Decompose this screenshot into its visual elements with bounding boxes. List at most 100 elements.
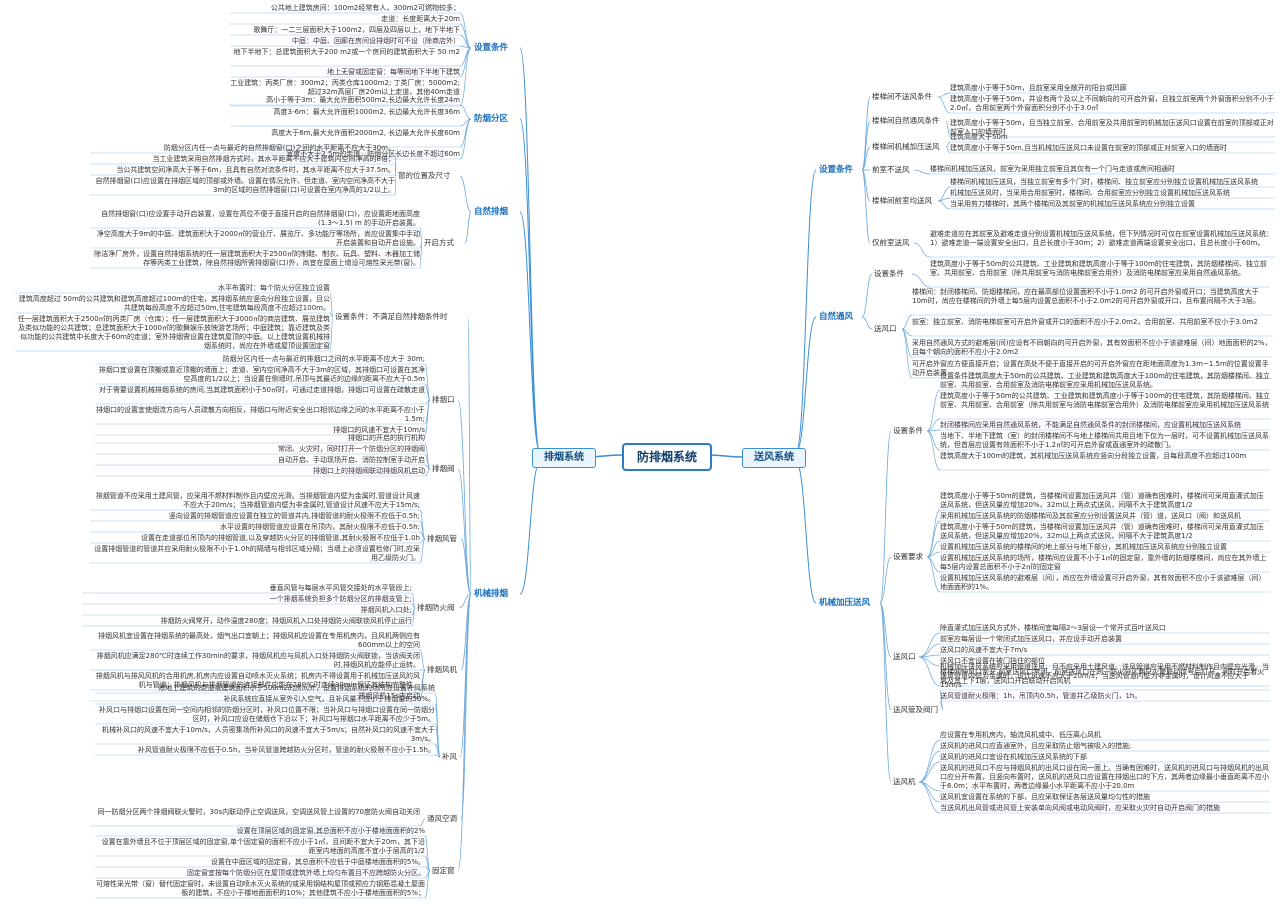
leaf-node: 避难走道应在其前室及避难走道分别设置机械加压送风系统，但下列情况时可仅在前室设置…	[930, 230, 1273, 247]
connector-line	[434, 754, 441, 758]
connector-line	[861, 169, 871, 202]
leaf-node: 排烟防火阀常开，动作温度280度；排烟风机入口处排烟防火阀联锁风机停止运行	[160, 617, 412, 625]
connector-line	[795, 461, 817, 604]
leaf-node: 设置在顶层区域的固定窗,其总面积不应小于楼地面面积的2%	[236, 827, 425, 835]
leaf-node: 前室：独立前室、消防电梯前室可开启外窗或开口的面积不应小于2.0m2，合用前室、…	[912, 318, 1258, 326]
l2-mechanical-pressurization[interactable]: 机械加压送风	[816, 597, 874, 609]
l3-mech-setup[interactable]: 设置条件：不满足自然排烟条件时	[333, 312, 450, 322]
leaf-node: 楼梯间机械加压送风，前室为采用独立前室且其仅有一个门与走道或房间相通时	[930, 165, 1175, 173]
leaf-node: 同一防烟分区两个排烟阀联火警时，30s内联动停止空调送风，空调送风管上设置的70…	[97, 808, 420, 816]
leaf-node: 建筑高度超过 50m的公共建筑和建筑高度超过100m的住宅，其排烟系统应竖向分段…	[18, 295, 330, 312]
leaf-node: 送风机宜设置在系统的下部，且应采取保证各层送风量均匀性的措施	[940, 793, 1150, 801]
leaf-node: 建筑高度小于等于50m,且当机械加压送风口未设置在前室的顶部或正对前室入口的墙面…	[950, 144, 1227, 152]
leaf-node: 排烟风机应满足280℃时连续工作30min的要求，排烟风机应与风机入口处排烟防火…	[96, 652, 420, 669]
l3-mech-setup-req[interactable]: 设置条件	[891, 426, 925, 436]
l3-mech-outlet[interactable]: 送风口	[891, 652, 918, 662]
l3-opening-method[interactable]: 开启方式	[422, 238, 456, 248]
l3-front-no-supply[interactable]: 前室不送风	[870, 165, 912, 175]
l3-exhaust-fan[interactable]: 排烟风机	[425, 665, 459, 675]
connector-line	[918, 750, 941, 783]
l3-exhaust-valve[interactable]: 排烟阀	[430, 464, 457, 474]
connector-line	[419, 669, 426, 702]
connector-line	[879, 602, 892, 711]
connector-line	[459, 118, 472, 127]
connector-line	[937, 186, 951, 202]
leaf-node: 除地上建筑的走道或建筑面积小于500m2的房间外，设置排烟系统的场所应设置补风系…	[158, 684, 435, 692]
leaf-node: 排烟口上的排烟阀联动排烟风机启动	[313, 467, 425, 475]
branch-smoke-exhaust[interactable]: 排烟系统	[532, 448, 596, 468]
connector-line	[424, 399, 431, 436]
connector-line	[911, 273, 931, 288]
connector-line	[926, 509, 941, 558]
connector-line	[459, 118, 472, 148]
leaf-node: 应设置在专用机房内，轴流风机或中、低压离心风机	[940, 731, 1101, 739]
leaf-node: 常闭、火灾时，同时打开一个防烟分区的排烟阀	[278, 445, 425, 453]
connector-line	[918, 632, 941, 658]
leaf-node: 高度3-6m：最大允许面积1000m2, 长边最大允许长度36m	[273, 108, 460, 116]
l2-supply-setup[interactable]: 设置条件	[816, 164, 857, 176]
connector-line	[519, 118, 541, 453]
connector-line	[926, 430, 941, 451]
leaf-node: 排烟风机入口处;	[360, 606, 412, 614]
connector-line	[879, 602, 892, 783]
leaf-node: 排烟管道不应采用土建风管，应采用不燃材料制作且内壁应光滑。当排烟管道内壁为金属时…	[95, 492, 420, 509]
leaf-node: 建筑高度小于等于50m的建筑，当楼梯间设置加压送风井（管）道确有困难时，楼梯间可…	[940, 523, 1264, 540]
connector-line	[419, 649, 426, 671]
l3-exhaust-duct[interactable]: 排烟风管	[425, 534, 459, 544]
connector-line	[424, 835, 431, 872]
connector-line	[926, 520, 941, 558]
leaf-node: 地上无窗或固定窗：每等同地下半地下建筑	[327, 68, 460, 76]
l3-mech-duct[interactable]: 送风管及阀门	[891, 705, 940, 715]
l3-window-size[interactable]: 窗的位置及尺寸	[396, 171, 453, 181]
connector-line	[937, 200, 951, 210]
connector-line	[926, 556, 941, 573]
l3-stair-front-both[interactable]: 楼梯间前室均送风	[870, 196, 934, 206]
leaf-node: 除洁净厂房外，设置自然排烟系统的任一层建筑面积大于2500㎡的制鞋、制衣、玩具、…	[94, 250, 420, 267]
l3-stair-mech[interactable]: 楼梯间机械加压送风	[870, 142, 942, 152]
leaf-node: 宽度不大于2.5m的走道，防烟分区长边长度不超过60m	[286, 150, 460, 158]
l3-stair-natural[interactable]: 楼梯间自然通风条件	[870, 116, 942, 126]
l2-natural-ventilation[interactable]: 自然通风	[816, 311, 857, 323]
leaf-node: 高度大于6m,最大允许面积2000m2, 长边最大允许长度60m	[271, 129, 460, 137]
leaf-node: 当工业建筑采用自然排烟方式时，其水平距离不应大于建筑内空间净高的8倍；	[152, 155, 395, 163]
l3-makeup-air[interactable]: 补风	[440, 752, 459, 762]
leaf-node: 封闭楼梯间应采用自然通风系统，不能满足自然通风条件的封闭楼梯间，应设置机械加压送…	[940, 421, 1241, 429]
branch-supply-air[interactable]: 送风系统	[742, 448, 806, 468]
l3-exhaust-outlet[interactable]: 排烟口	[430, 395, 457, 405]
leaf-node: 前室应每层设一个常闭式加压送风口，并应设手动开启装置	[940, 635, 1122, 643]
connector-line	[459, 45, 472, 49]
leaf-node: 排烟口宜设置在顶棚或靠近顶棚的墙面上；走道、室内空间净高不大于3m的区域，其排烟…	[98, 366, 425, 383]
connector-line	[861, 273, 873, 318]
connector-line	[459, 12, 472, 49]
l3-stair-no-supply[interactable]: 楼梯间不送风条件	[870, 92, 934, 102]
connector-line	[918, 781, 941, 803]
leaf-node: 送风口不宜设置在被门挡住的部位	[940, 657, 1045, 665]
l2-mechanical-exhaust[interactable]: 机械排烟	[471, 588, 512, 600]
connector-line	[945, 120, 951, 138]
leaf-node: 当地下、半地下建筑（室）的封闭楼梯间不与地上楼梯间共用且地下仅为一层时，可不设置…	[940, 432, 1269, 449]
l2-smoke-zones[interactable]: 防烟分区	[471, 113, 512, 125]
l3-front-only[interactable]: 仅前室送风	[870, 238, 912, 248]
l3-hvac[interactable]: 通风空调	[425, 814, 459, 824]
connector-line	[795, 316, 817, 453]
root-node[interactable]: 防排烟系统	[622, 443, 712, 471]
l3-mech-requirements[interactable]: 设置要求	[891, 552, 925, 562]
leaf-node: 设置排烟管道的管道井应采用耐火极限不小于1.0h的隔墙与相邻区域分隔；当墙上必须…	[94, 545, 420, 562]
connector-line	[918, 781, 941, 814]
l2-setup-conditions[interactable]: 设置条件	[471, 42, 512, 54]
connector-line	[459, 47, 472, 78]
leaf-node: 公共地上建筑房间：100m2经常有人，300m2可燃物较多；	[270, 4, 460, 12]
l3-natural-outlet[interactable]: 送风口	[872, 324, 899, 334]
leaf-node: 楼梯间：封闭楼梯间、防烟楼梯间，应在最高部位设置面积不小于1.0m2 的可开启外…	[912, 288, 1261, 305]
leaf-node: 除直灌式加压送风方式外，楼梯间宜每隔2～3层设一个常开式百叶送风口	[940, 624, 1166, 632]
leaf-node: 排烟风机与排风风机的合用机房,机房内应设置自动喷水灭火系统；机房内不得设置用于机…	[95, 672, 420, 689]
l3-exhaust-fire-damper[interactable]: 排烟防火阀	[415, 603, 457, 613]
leaf-node: 自然排烟窗(口)应设置手动开启装置，设置在高位不便于直接开启的自然排烟窗(口)，…	[101, 210, 420, 227]
leaf-node: 当采用剪刀楼梯时，其两个楼梯间及其前室的机械加压送风系统应分别独立设置	[950, 200, 1195, 208]
leaf-node: 可熔性采光带（窗）替代固定窗时，未设置自动喷水灭火系统的或采用钢结构屋顶或预应力…	[96, 880, 425, 897]
leaf-node: 任一层建筑面积大于2500㎡的丙类厂房（仓库）；任一层建筑面积大于3000㎡的商…	[17, 315, 330, 350]
l2-natural-exhaust[interactable]: 自然排烟	[471, 206, 512, 218]
l3-mech-fan[interactable]: 送风机	[891, 777, 918, 787]
l3-natural-setup[interactable]: 设置条件	[872, 269, 906, 279]
l3-fixed-window[interactable]: 固定窗	[430, 866, 457, 876]
